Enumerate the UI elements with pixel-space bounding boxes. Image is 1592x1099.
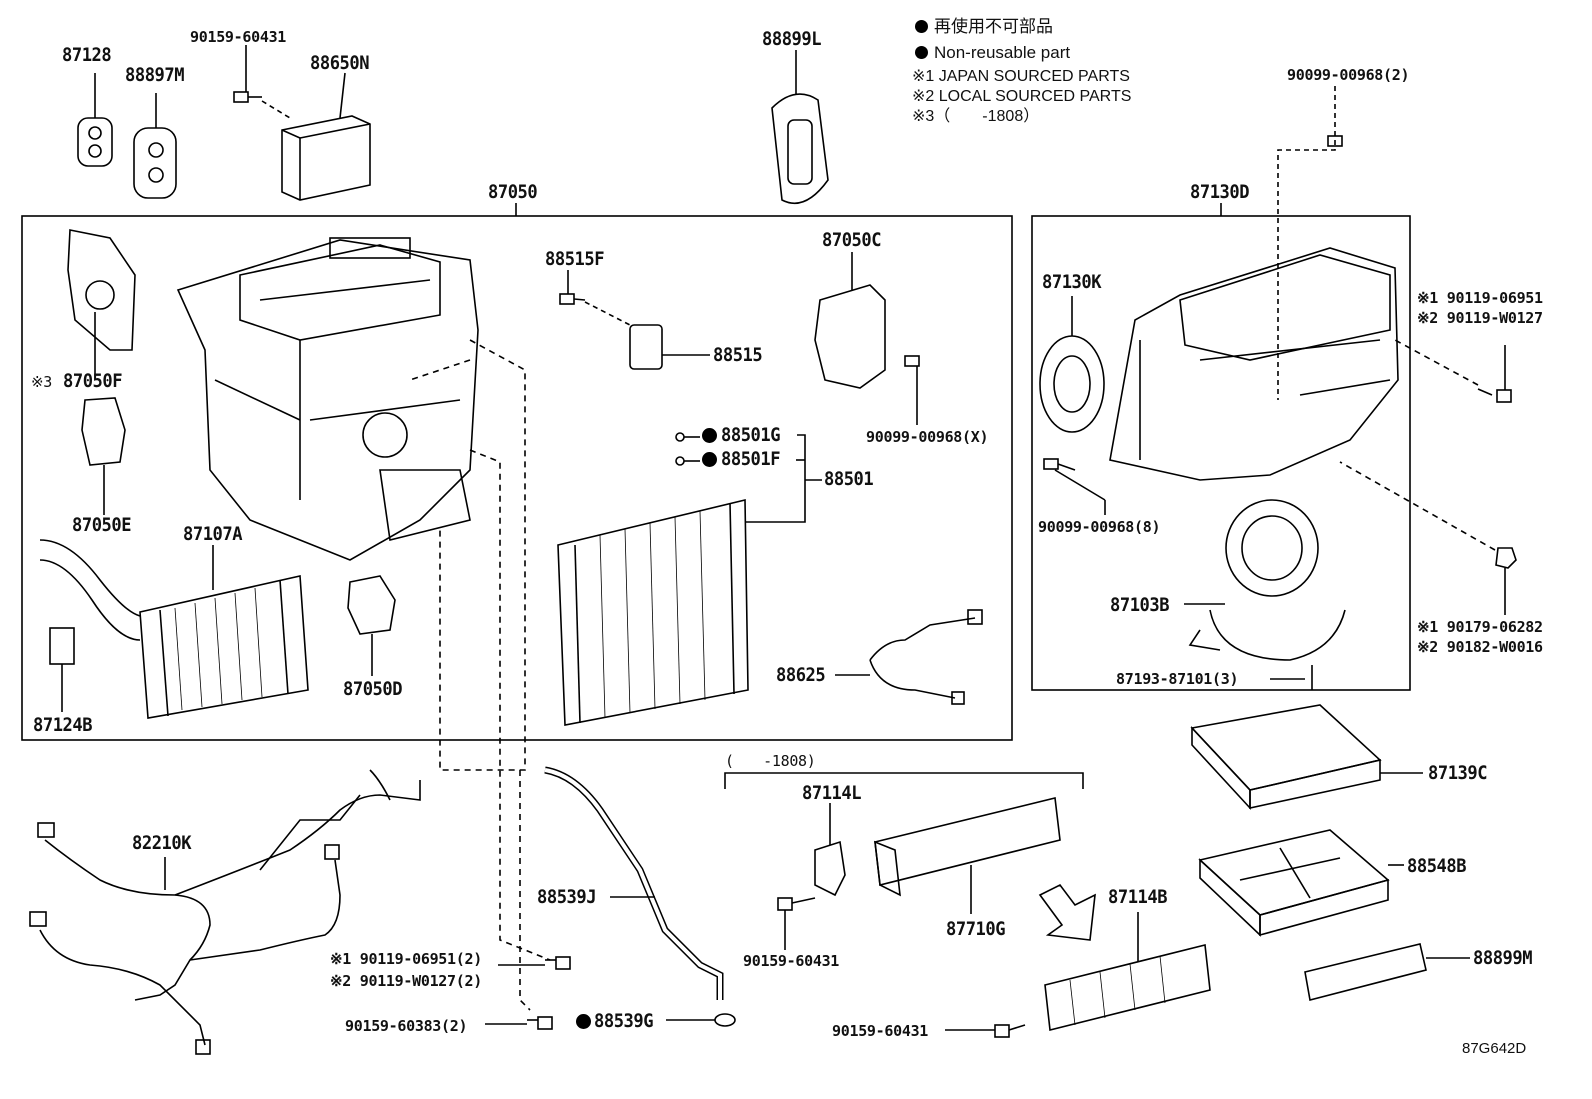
part-label-87107A: 87107A bbox=[183, 523, 243, 545]
part-label-88539J: 88539J bbox=[537, 886, 597, 908]
bracket-87114L bbox=[814, 803, 846, 897]
screw-90099-00968-8 bbox=[1043, 458, 1106, 515]
part-label-90182-W0016: ※2 90182-W0016 bbox=[1417, 638, 1543, 656]
part-label-87114L: 87114L bbox=[802, 782, 862, 804]
part-label-87139C: 87139C bbox=[1428, 762, 1488, 784]
filter-87114B bbox=[1044, 912, 1211, 1031]
part-label-82210K: 82210K bbox=[132, 832, 192, 854]
screw-90099-00968-X bbox=[904, 355, 920, 425]
nut-90179-06282 bbox=[1339, 461, 1517, 615]
blower-motor-87103B bbox=[1184, 499, 1346, 661]
bolt-90159-60431-bot bbox=[945, 1024, 1026, 1038]
module-88650N bbox=[281, 72, 371, 201]
direction-arrow bbox=[1038, 883, 1096, 941]
non-reusable-dot-icon bbox=[702, 452, 717, 467]
part-label-88515: 88515 bbox=[713, 344, 763, 366]
part-label-88548B: 88548B bbox=[1407, 855, 1467, 877]
part-label-88501F: 88501F bbox=[721, 448, 781, 470]
tray-88548B bbox=[1198, 829, 1404, 937]
bolt-90099-00968-2 bbox=[1277, 86, 1343, 400]
filter-87139C bbox=[1190, 704, 1423, 811]
legend-non-reusable-jp: 再使用不可部品 bbox=[915, 16, 1053, 37]
part-label-87710G: 87710G bbox=[946, 918, 1006, 940]
hvac-unit-drawing bbox=[176, 237, 479, 561]
part-label-90099-00968-2: 90099-00968(2) bbox=[1287, 66, 1410, 84]
drain-hose-88539J bbox=[544, 766, 724, 1000]
sensor-88625 bbox=[835, 609, 983, 705]
part-label-1808: ( -1808) bbox=[725, 752, 816, 770]
part-label-90159-60431-bot: 90159-60431 bbox=[832, 1022, 929, 1040]
part-label-88897M: 88897M bbox=[125, 64, 185, 86]
gasket-87128 bbox=[77, 73, 113, 167]
legend-note2: ※2 LOCAL SOURCED PARTS bbox=[912, 88, 1132, 105]
part-label-90119-06951-2: ※1 90119-06951(2) bbox=[330, 950, 482, 968]
part-label-90119-06951-a: ※1 90119-06951 bbox=[1417, 289, 1543, 307]
part-label-88650N: 88650N bbox=[310, 52, 370, 74]
non-reusable-dot-icon bbox=[915, 20, 928, 33]
part-label-90179-06282: ※1 90179-06282 bbox=[1417, 618, 1543, 636]
part-label-88625: 88625 bbox=[776, 664, 826, 686]
part-label-87130K: 87130K bbox=[1042, 271, 1102, 293]
actuator-87050D bbox=[347, 575, 396, 676]
heater-core-87107A bbox=[39, 539, 309, 719]
part-label-90099-00968-X: 90099-00968(X) bbox=[866, 428, 989, 446]
assembly-87050-box bbox=[21, 215, 1013, 741]
part-label-90159-60431-top: 90159-60431 bbox=[190, 28, 287, 46]
blower-unit-drawing bbox=[1109, 247, 1399, 481]
part-label-87050: 87050 bbox=[488, 181, 538, 203]
part-label-90099-00968-8: 90099-00968(8) bbox=[1038, 518, 1161, 536]
part-label-90119-W0127-a: ※2 90119-W0127 bbox=[1417, 309, 1543, 327]
screw-90119-06951 bbox=[1394, 339, 1512, 403]
ptc-heater-87710G bbox=[874, 797, 1061, 914]
part-label-90119-W0127-2: ※2 90119-W0127(2) bbox=[330, 972, 482, 990]
part-label-88515F: 88515F bbox=[545, 248, 605, 270]
clip-87124B bbox=[49, 627, 75, 712]
bolt-90159-60431-mid bbox=[777, 897, 816, 950]
legend-text-en: Non-reusable part bbox=[934, 43, 1071, 62]
evaporator-88501 bbox=[557, 434, 822, 726]
part-label-87103B: 87103B bbox=[1110, 594, 1170, 616]
part-note-87050F: ※3 bbox=[31, 373, 52, 391]
bolt-90119-06951-2 bbox=[498, 956, 571, 970]
part-label-90159-60383-2: 90159-60383(2) bbox=[345, 1017, 468, 1035]
part-label-87114B: 87114B bbox=[1108, 886, 1168, 908]
part-label-87050D: 87050D bbox=[343, 678, 403, 700]
legend-note3: ※3（ -1808） bbox=[912, 108, 1040, 125]
part-label-88899M: 88899M bbox=[1473, 947, 1533, 969]
non-reusable-dot-icon bbox=[576, 1014, 591, 1029]
part-label-87050E: 87050E bbox=[72, 514, 132, 536]
legend-text-jp: 再使用不可部品 bbox=[934, 17, 1053, 36]
legend-note1: ※1 JAPAN SOURCED PARTS bbox=[912, 68, 1130, 85]
figure-reference: 87G642D bbox=[1462, 1040, 1527, 1057]
non-reusable-dot-icon bbox=[702, 428, 717, 443]
gasket-88897M bbox=[133, 93, 177, 199]
valve-88515 bbox=[629, 324, 710, 370]
bolt-90159-60383-2 bbox=[485, 1016, 553, 1030]
bolt-88515F bbox=[559, 270, 631, 326]
clip-88539G bbox=[666, 1013, 736, 1027]
actuator-87050C bbox=[814, 252, 886, 389]
part-label-87128: 87128 bbox=[62, 44, 112, 66]
actuator-87050E bbox=[81, 397, 126, 515]
part-label-90159-60431-mid: 90159-60431 bbox=[743, 952, 840, 970]
part-label-88501G: 88501G bbox=[721, 424, 781, 446]
part-label-87050C: 87050C bbox=[822, 229, 882, 251]
non-reusable-dot-icon bbox=[915, 46, 928, 59]
part-label-88501: 88501 bbox=[824, 468, 874, 490]
cover-88899L bbox=[771, 50, 829, 205]
part-label-87050F: 87050F bbox=[63, 370, 123, 392]
legend-non-reusable-en: Non-reusable part bbox=[915, 42, 1070, 63]
part-label-87124B: 87124B bbox=[33, 714, 93, 736]
strip-88899M bbox=[1304, 943, 1470, 1001]
part-label-88899L: 88899L bbox=[762, 28, 822, 50]
part-label-88539G: 88539G bbox=[594, 1010, 654, 1032]
bolt-90159-60431-top bbox=[233, 45, 291, 119]
part-label-87193-87101: 87193-87101(3) bbox=[1116, 670, 1239, 688]
cover-87130K bbox=[1039, 296, 1105, 433]
actuator-87050F bbox=[67, 229, 136, 380]
part-label-87130D: 87130D bbox=[1190, 181, 1250, 203]
wire-harness-82210K bbox=[29, 769, 421, 1055]
